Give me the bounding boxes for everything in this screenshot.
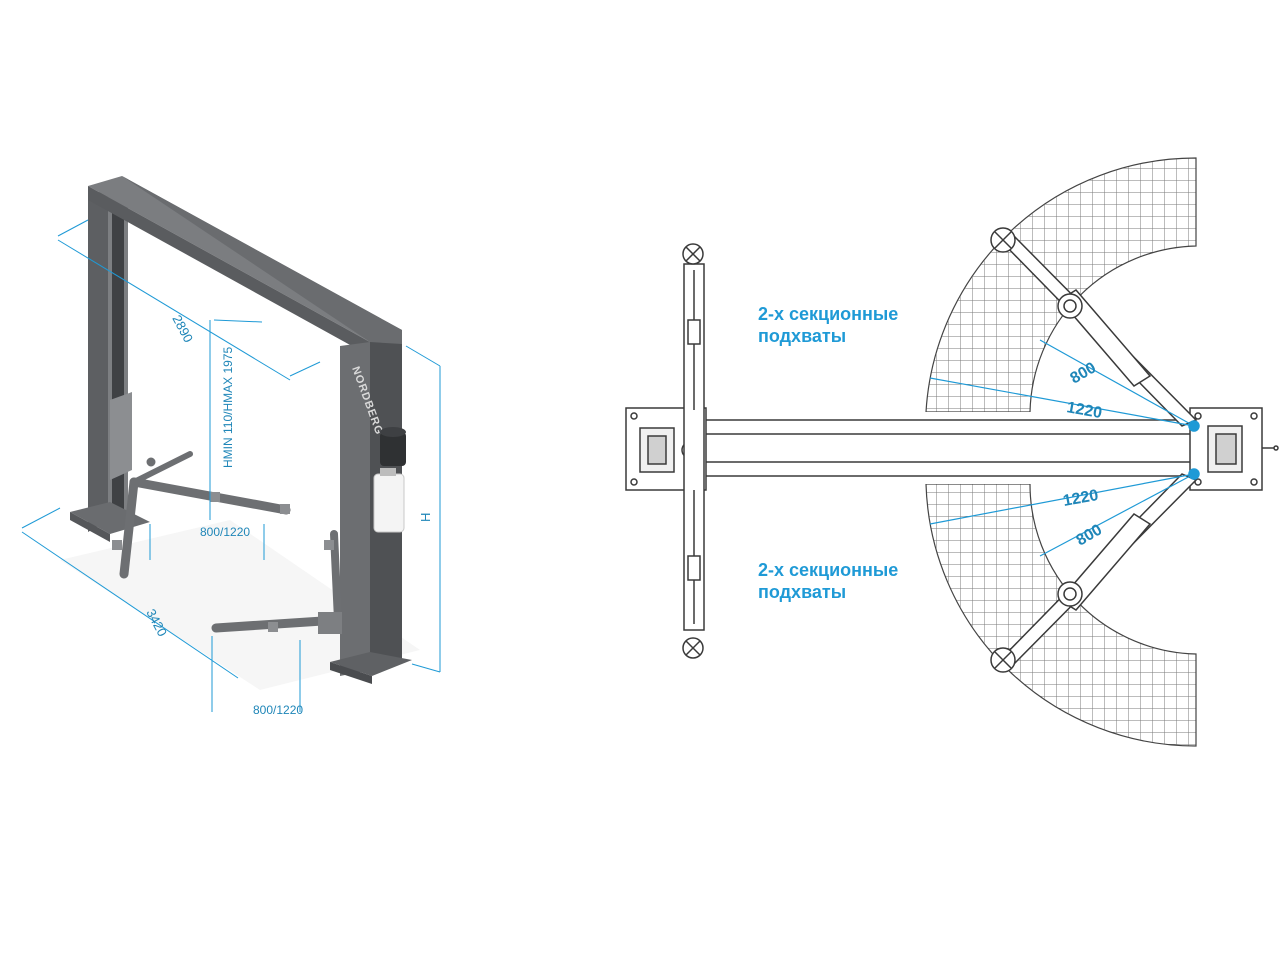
dim-width-top: 2890 <box>169 312 196 345</box>
label-bottom-line2: подхваты <box>758 582 846 602</box>
right-base-plate <box>1189 407 1279 491</box>
dim-upper-short: 800 <box>1068 359 1100 387</box>
left-column <box>70 186 150 542</box>
swing-arms <box>990 227 1200 673</box>
dim-lower-long: 1220 <box>1062 487 1100 510</box>
dim-height-h: H <box>418 513 433 522</box>
dim-upper-long: 1220 <box>1065 399 1103 422</box>
crossbeam <box>699 419 1195 477</box>
dim-arm-lower: 800/1220 <box>253 703 303 717</box>
lower-arms <box>211 530 343 634</box>
dim-height-range: HMIN 110/HMAX 1975 <box>221 347 235 468</box>
label-bottom-line1: 2-х секционные <box>758 560 898 580</box>
dim-lower-short: 800 <box>1074 521 1106 549</box>
radius-lines <box>929 339 1195 557</box>
motor-unit <box>380 432 406 466</box>
right-column: NORDBERG <box>330 342 412 684</box>
left-arm-rail <box>682 243 705 659</box>
label-top-line1: 2-х секционные <box>758 304 898 324</box>
oil-reservoir <box>373 473 405 533</box>
dim-arm-upper: 800/1220 <box>200 525 250 539</box>
label-top-line2: подхваты <box>758 326 846 346</box>
top-beam <box>88 176 402 356</box>
dimension-lines-3d <box>21 219 441 712</box>
lift-3d-view: NORDBERG <box>21 176 441 717</box>
lift-top-view: 800 1220 1220 800 2-х секционные подхват… <box>625 157 1279 747</box>
